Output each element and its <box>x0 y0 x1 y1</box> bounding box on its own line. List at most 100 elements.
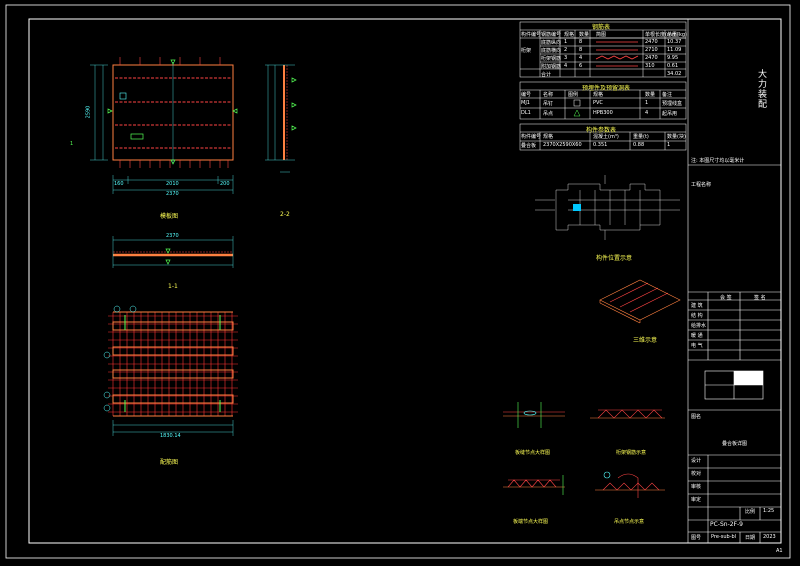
title-block-bottom-label: 审定 <box>691 497 702 503</box>
rebar-title: 配筋图 <box>160 459 179 466</box>
rebar-table-header: 简图 <box>596 32 607 38</box>
embed-table-symbols <box>573 99 581 117</box>
component-table-cell: 0.351 <box>593 142 608 148</box>
section-2-2[interactable] <box>265 64 297 173</box>
scale-label: 比例 <box>745 509 756 515</box>
component-table-header: 构件编号 <box>521 134 542 140</box>
plan-dimension-lines <box>90 62 234 194</box>
rebar-grid <box>108 311 238 417</box>
title-block-bottom-label: 设计 <box>691 458 702 464</box>
rebar-table-cell: 附加钢筋 <box>541 64 562 70</box>
rebar-table-header: 总重(kg) <box>667 32 687 38</box>
plan-dim-height: 2590 <box>85 105 92 119</box>
rebar-table-frame <box>519 21 687 78</box>
plan-dim-right: 200 <box>220 181 230 187</box>
rebar-callouts <box>103 305 137 412</box>
rebar-table-cell: 2710 <box>645 47 658 53</box>
title-block-row-label: 暖 通 <box>691 333 703 339</box>
embed-table-frame <box>519 81 687 120</box>
component-table-cell: 0.88 <box>633 142 645 148</box>
detail-2[interactable] <box>590 409 665 419</box>
title-block-row-label: 建 筑 <box>691 303 703 309</box>
embed-table-header: 编号 <box>521 92 532 98</box>
title-block <box>687 19 781 543</box>
rebar-table-cell: 4 <box>564 63 568 69</box>
rebar-table-cell: 34.02 <box>667 71 682 77</box>
plan-dim-total: 2370 <box>166 191 179 197</box>
rebar-table-cell: 1 <box>564 39 568 45</box>
component-table-cell: 1 <box>667 142 671 148</box>
rebar-dim: 1830.14 <box>160 433 181 439</box>
iso-title: 三维示意 <box>633 337 658 344</box>
rebar-table-cell: 2 <box>564 47 568 53</box>
detail-1-title: 板缝节点大样图 <box>515 450 551 456</box>
rebar-table-cell: 0.61 <box>667 63 679 69</box>
section-22-title: 2-2 <box>280 211 290 218</box>
legend-fill <box>734 371 763 385</box>
plan-marks <box>107 59 238 165</box>
rebar-table-header: 构件编号 <box>521 32 542 38</box>
rebar-bands <box>112 321 234 404</box>
embed-table-cell: 1 <box>645 100 649 106</box>
year: 2023 <box>763 534 776 540</box>
embed-table-cell: 4 <box>645 110 649 116</box>
detail-3-title: 板端节点大样图 <box>513 519 549 525</box>
component-table-header: 重量(t) <box>633 134 649 140</box>
rebar-table-cell: 11.09 <box>667 47 682 53</box>
rebar-table-cell: 8 <box>579 39 583 45</box>
sec22-dims <box>265 64 295 173</box>
plan-title: 模板图 <box>160 213 179 220</box>
rebar-table-header: 数量 <box>579 32 590 38</box>
embed-table-cell: 吊钉 <box>543 101 554 107</box>
embed-table-cell: PVC <box>593 100 603 106</box>
component-table-title: 构件参数表 <box>586 127 617 134</box>
embed-table-cell: 预埋线盒 <box>662 101 683 107</box>
detail-4-title: 吊点节点示意 <box>614 519 645 525</box>
plan-view[interactable] <box>90 57 238 194</box>
iso-view[interactable] <box>599 279 681 324</box>
drawing-no-label: 图号 <box>691 535 702 541</box>
section-11-title: 1-1 <box>168 283 178 290</box>
rebar-table-title: 钢筋表 <box>592 24 611 31</box>
key-plan[interactable] <box>535 175 680 240</box>
plan-dim-left: 160 <box>114 181 124 187</box>
sec22-marks <box>291 77 297 131</box>
rebar-table-cell: 2470 <box>645 55 658 61</box>
corner-mark: A1 <box>776 548 783 554</box>
embed-table-cell: DL1 <box>521 110 531 116</box>
key-plan-title: 构件位置示意 <box>596 255 633 262</box>
rebar-table-header: 钢筋编号 <box>541 32 562 38</box>
detail-4[interactable] <box>595 471 665 498</box>
embed-table-header: 图例 <box>568 92 579 98</box>
rebar-green-bars <box>124 315 221 412</box>
section-1-1[interactable] <box>112 236 234 268</box>
sheet-name-label: 图名 <box>691 414 702 420</box>
component-table-header: 混凝土(m³) <box>593 134 619 140</box>
company-name: 大 力 装 配 <box>758 70 768 110</box>
embed-table-cell: 起吊用 <box>662 111 678 117</box>
component-table-header: 规格 <box>543 134 554 140</box>
rebar-table-shapes <box>595 41 639 67</box>
sec11-marks <box>165 248 171 265</box>
outer-frame <box>5 4 791 559</box>
detail-1[interactable] <box>503 402 565 428</box>
title-block-row-label: 结 构 <box>691 313 703 319</box>
inner-frame <box>28 18 782 544</box>
rebar-table-cell: 桁架 <box>521 48 532 54</box>
embed-table-cell: 吊点 <box>543 111 554 117</box>
rebar-table-cell: 底筋横向 <box>541 48 562 54</box>
component-table-header: 数量(块) <box>667 134 686 140</box>
title-block-bottom-label: 校对 <box>691 471 702 477</box>
project-label: 工程名称 <box>691 182 712 188</box>
embed-table-title: 预埋件及预留洞表 <box>582 85 631 92</box>
title-block-row-label: 给排水 <box>691 323 707 329</box>
rebar-table-cell: 8 <box>579 47 583 53</box>
rebar-table-cell: 2470 <box>645 39 658 45</box>
embed-table-header: 规格 <box>593 92 604 98</box>
note-label: 注: 本图尺寸均以毫米计 <box>691 158 745 164</box>
sign-label: 签 名 <box>754 295 766 301</box>
rebar-table-cell: 10.37 <box>667 39 682 45</box>
rebar-view[interactable] <box>103 305 238 436</box>
detail-3[interactable] <box>503 475 565 495</box>
